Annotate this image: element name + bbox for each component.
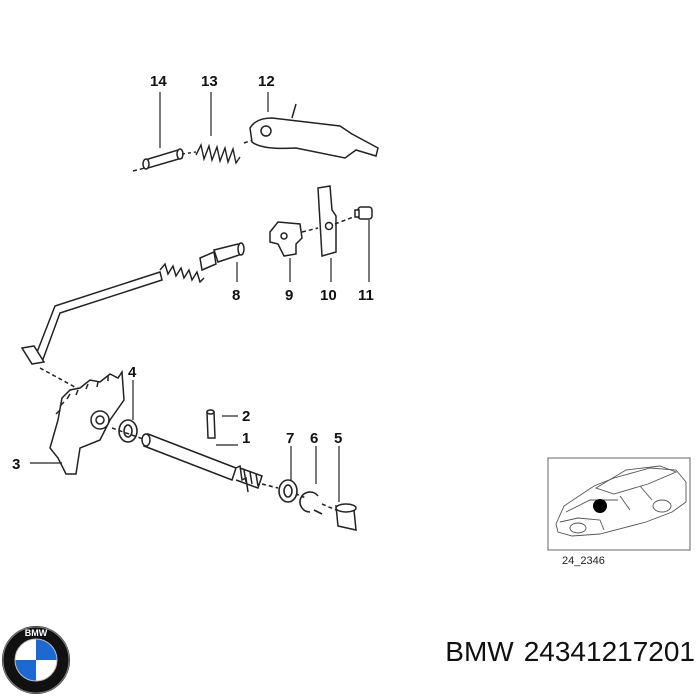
bmw-logo: BMW: [2, 626, 70, 694]
callout-10: 10: [320, 287, 337, 304]
reference-code: 24_2346: [562, 555, 605, 567]
part-8-cable-rod: [20, 242, 245, 365]
vehicle-locator-inset: 24_2346: [547, 457, 691, 567]
callout-5: 5: [334, 430, 342, 447]
part-number: 24341217201: [523, 636, 695, 667]
callout-14: 14: [150, 73, 167, 90]
callout-labels: 14 13 12 8 9 10 11 4 2 1 3 7 6 5: [12, 73, 374, 473]
brand-name: BMW: [445, 636, 514, 667]
leader-lines: [30, 92, 370, 502]
part-7-washer: [261, 479, 298, 503]
location-marker: [593, 499, 607, 513]
part-2-pin: [206, 409, 216, 439]
part-14-pin: [132, 148, 184, 172]
callout-9: 9: [285, 287, 293, 304]
callout-6: 6: [310, 430, 318, 447]
part-9-clamp: [269, 221, 319, 257]
part-caption: BMW 24341217201: [355, 636, 695, 668]
svg-text:BMW: BMW: [25, 628, 48, 638]
part-6-circlip: [295, 491, 323, 515]
part-3-gear-plate: [39, 367, 125, 475]
callout-11: 11: [358, 287, 374, 304]
callout-7: 7: [286, 430, 294, 447]
callout-8: 8: [232, 287, 240, 304]
part-12-lever: [243, 103, 379, 159]
callout-12: 12: [258, 73, 275, 90]
part-1-shaft: [111, 427, 263, 493]
callout-2: 2: [242, 408, 250, 425]
part-13-spring: [181, 142, 241, 165]
callout-1: 1: [242, 430, 250, 447]
callout-13: 13: [201, 73, 218, 90]
part-5-cap: [321, 503, 357, 531]
part-4-washer: [118, 419, 138, 443]
part-10-bracket: [317, 185, 357, 257]
callout-4: 4: [128, 364, 137, 381]
callout-3: 3: [12, 456, 20, 473]
part-11-bolt: [354, 206, 373, 220]
car-outline: [555, 465, 687, 537]
